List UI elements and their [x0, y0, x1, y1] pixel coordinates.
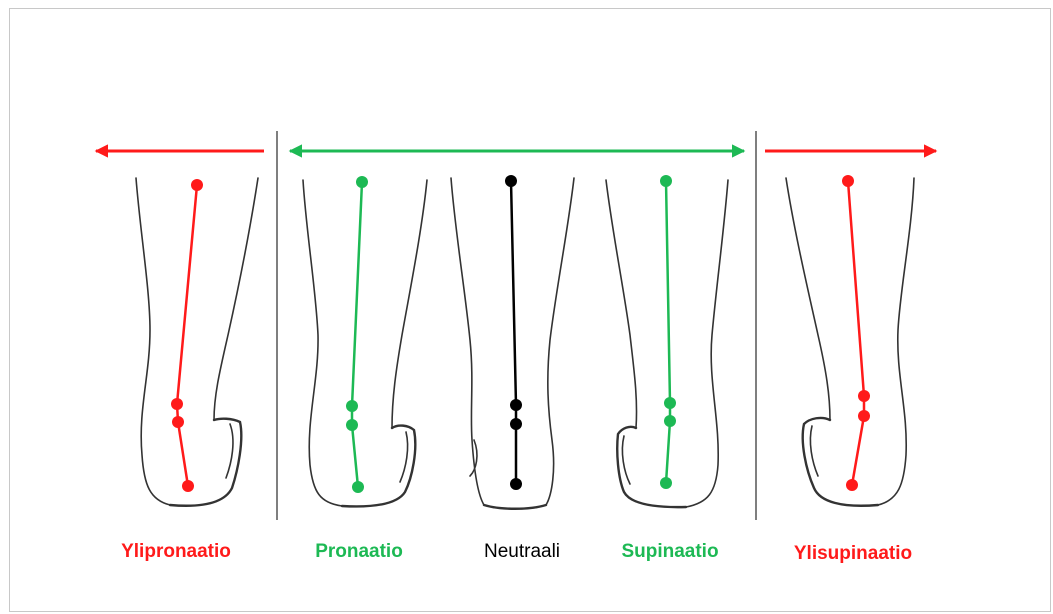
label-neutral: Neutraali: [484, 541, 560, 563]
axis-point: [510, 399, 522, 411]
axis-point: [356, 176, 368, 188]
label-oversupination: Ylisupinaatio: [794, 543, 912, 565]
axis-point: [346, 419, 358, 431]
axis-point: [510, 418, 522, 430]
axis-point: [191, 179, 203, 191]
label-supination: Supinaatio: [621, 541, 718, 563]
heel-fold: [400, 432, 408, 482]
foot-outline-right: [878, 178, 914, 505]
heel-fold: [226, 424, 233, 478]
axis-point: [664, 415, 676, 427]
axis-point: [660, 477, 672, 489]
foot-outline-left: [786, 178, 830, 420]
axis-point: [346, 400, 358, 412]
axis-point: [171, 398, 183, 410]
axis-point: [182, 480, 194, 492]
heel-fold: [622, 436, 630, 484]
axis-oversupination: [842, 175, 870, 491]
foot-outline-right: [686, 180, 728, 507]
foot-outline-left: [136, 178, 170, 505]
foot-outline-right: [392, 180, 427, 428]
axis-point: [842, 175, 854, 187]
label-overpronation: Ylipronaatio: [121, 541, 231, 563]
axis-point: [172, 416, 184, 428]
axis-supination: [660, 175, 676, 489]
axis-pronation: [346, 176, 368, 493]
foot-oversupination: [786, 178, 914, 506]
axis-point: [858, 410, 870, 422]
axis-point: [505, 175, 517, 187]
axis-point: [660, 175, 672, 187]
axis-point: [846, 479, 858, 491]
foot-pronation: [303, 180, 427, 506]
foot-outline-right: [214, 178, 258, 420]
foot-outline-left: [451, 178, 484, 505]
axis-overpronation: [171, 179, 203, 492]
axis-neutral: [505, 175, 522, 490]
axis-point: [664, 397, 676, 409]
foot-outline-left: [606, 180, 637, 428]
foot-outline-right: [546, 178, 574, 505]
axis-point: [510, 478, 522, 490]
heel-fold: [810, 426, 818, 476]
heel-outline: [617, 427, 686, 507]
heel-outline: [484, 505, 546, 509]
axis-point: [352, 481, 364, 493]
foot-outline-left: [303, 180, 342, 506]
axis-point: [858, 390, 870, 402]
label-pronation: Pronaatio: [315, 541, 403, 563]
foot-overpronation: [136, 178, 258, 506]
